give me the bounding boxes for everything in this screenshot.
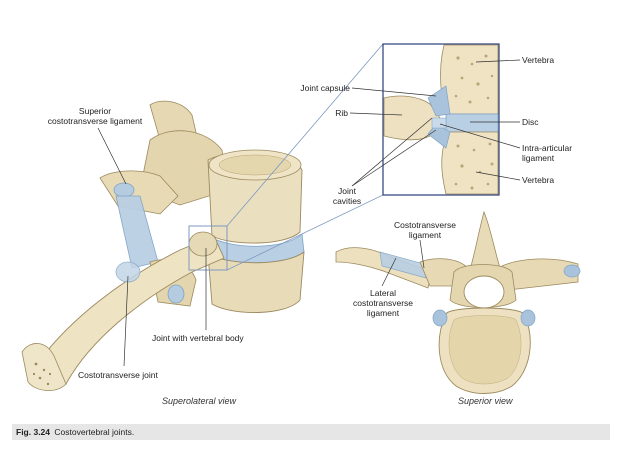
inset-intra-articular-ligament [431, 117, 447, 129]
leader-lines [97, 59, 521, 367]
superolateral-vertebra-drawing [21, 100, 305, 391]
inset-joint-capsule-upper [427, 85, 451, 117]
lateral-costotransverse-ligament-band [379, 251, 427, 279]
transverse-facet [113, 182, 135, 198]
inset-indicator-box [188, 225, 228, 271]
inset-vertebra-lower [441, 131, 499, 195]
superior-view-vertebra-drawing [335, 210, 581, 394]
label-joint-cavities: Joint cavities [332, 186, 362, 206]
leader-rib [349, 112, 403, 116]
leader-intra-articular [439, 123, 521, 149]
leader-vertebra-bottom [475, 171, 521, 181]
label-intra-articular-ligament: Intra-articular ligament [522, 143, 573, 163]
figure-caption-text: Costovertebral joints. [54, 427, 135, 437]
figure-caption: Fig. 3.24 Costovertebral joints. [12, 424, 610, 440]
label-lateral-costotransverse-ligament: Lateral costotransverse ligament [353, 288, 413, 318]
rib-head [188, 231, 218, 257]
magnified-joint-inset [382, 43, 500, 196]
lower-facet [167, 284, 185, 304]
inset-connector-bottom [226, 194, 384, 271]
view-label-superior: Superior view [458, 396, 513, 406]
label-joint-capsule: Joint capsule [300, 83, 350, 93]
superior-costovertebral-facet-left [432, 309, 448, 327]
superior-transverse-right [501, 258, 579, 291]
superior-rib-left [335, 247, 433, 289]
vertebral-body-lower [207, 251, 305, 313]
leader-superior-costotransverse [97, 127, 127, 185]
label-costotransverse-joint: Costotransverse joint [78, 370, 158, 380]
label-costotransverse-ligament: Costotransverse ligament [394, 220, 456, 240]
leader-joint-cavities-2 [351, 129, 437, 187]
inset-connector-top [226, 43, 384, 227]
label-vertebra-bottom: Vertebra [522, 175, 555, 185]
view-label-superolateral: Superolateral view [162, 396, 237, 406]
leader-costotransverse-ligament [419, 239, 425, 269]
label-superior-costotransverse-ligament: Superior costotransverse ligament [47, 106, 143, 126]
superior-spinous-process [469, 210, 501, 271]
leader-lateral-costotransverse [381, 257, 397, 287]
inset-disc [445, 113, 499, 133]
leader-vertebra-top [475, 59, 521, 63]
superior-costovertebral-facet-right [520, 309, 536, 327]
superior-transverse-facet-right [563, 264, 581, 278]
label-joint-with-vertebral-body: Joint with vertebral body [152, 333, 244, 343]
label-rib: Rib [335, 108, 348, 118]
inset-vertebra-upper [440, 44, 499, 115]
rib-shaft [39, 235, 225, 385]
label-vertebra-top: Vertebra [522, 55, 555, 65]
leader-costotransverse-joint [123, 275, 129, 367]
vertebral-foramen [463, 275, 505, 309]
label-disc: Disc [522, 117, 539, 127]
rib-cut-surface [21, 343, 67, 391]
figure-number: Fig. 3.24 [16, 427, 51, 437]
body-superior-surface-inner [218, 154, 292, 176]
leader-joint-capsule [351, 87, 437, 97]
leader-joint-cavities [351, 117, 433, 187]
